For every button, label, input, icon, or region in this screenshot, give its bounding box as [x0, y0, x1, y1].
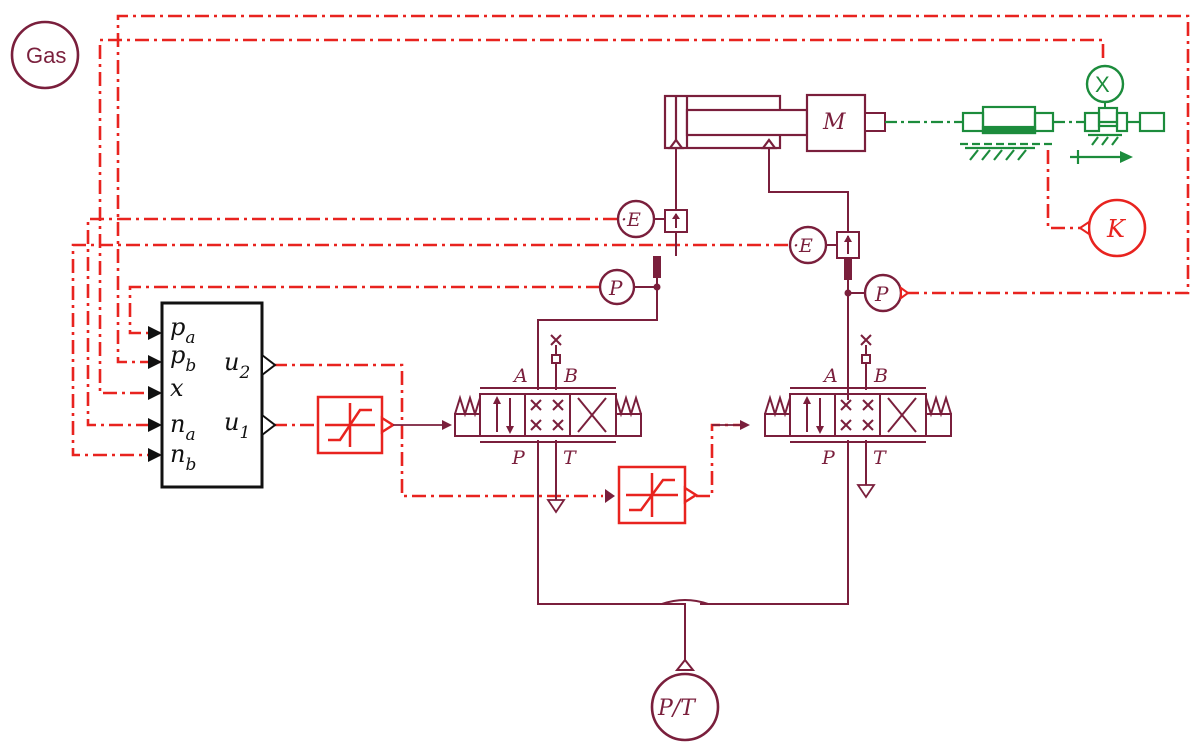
- valve-a-blocked-port: [550, 334, 562, 364]
- supply-pt: P/T: [650, 658, 720, 742]
- amplifier-b: [617, 465, 699, 525]
- hydraulic-cylinder: [663, 94, 809, 150]
- signal-line-x: [98, 38, 1105, 395]
- signal-line-pb: [116, 14, 1190, 364]
- valve-b-port-b: B: [873, 365, 888, 387]
- pressure-sensor-a: P: [598, 256, 661, 306]
- pressure-sensor-b: P: [844, 258, 910, 313]
- gas-label: Gas: [26, 43, 66, 68]
- signal-line-amp-b-valve: [696, 423, 748, 498]
- valve-a-port-p: P: [511, 447, 526, 469]
- input-pb: p: [170, 341, 185, 369]
- svg-text:x: x: [170, 374, 184, 402]
- svg-text:u1: u1: [224, 408, 250, 443]
- svg-text:pa: pa: [170, 313, 196, 348]
- svg-text:pb: pb: [170, 341, 196, 376]
- output-u1: u: [224, 408, 239, 436]
- valve-a-port-t: T: [563, 447, 577, 469]
- motor-label: M: [822, 110, 846, 135]
- valve-b-port-p: P: [821, 447, 836, 469]
- valve-a-port-b: B: [563, 365, 578, 387]
- signal-lines: [71, 14, 1190, 498]
- mechanical-linkage: [885, 105, 1166, 164]
- motor: M: [805, 93, 886, 153]
- valve-b-port-a: A: [822, 365, 838, 387]
- gas-source: Gas: [10, 20, 80, 90]
- valve-b-port-t: T: [873, 447, 887, 469]
- valve-a: [454, 387, 642, 443]
- valve-b: [764, 387, 952, 443]
- position-sensor-x: X: [1085, 64, 1125, 108]
- controller-input-arrows: [148, 326, 162, 462]
- sensor-x-label: X: [1095, 72, 1110, 97]
- flow-sensor-a: ·E: [616, 199, 688, 239]
- output-port-u1: [261, 412, 277, 438]
- signal-line-u2: [273, 363, 603, 498]
- valve-a-port-a: A: [512, 365, 528, 387]
- flow-sensor-b-label: ·E: [793, 235, 813, 257]
- signal-line-nb: [71, 243, 788, 457]
- input-na: n: [170, 410, 185, 438]
- input-x: x: [170, 374, 184, 402]
- signal-line-k: [1046, 150, 1086, 230]
- pressure-sensor-a-label: P: [608, 276, 623, 300]
- flow-sensor-a-label: ·E: [621, 209, 641, 231]
- supply-pt-label: P/T: [657, 696, 697, 721]
- input-nb: n: [170, 440, 185, 468]
- svg-text:na: na: [170, 410, 196, 445]
- svg-text:u2: u2: [224, 348, 250, 383]
- signal-line-pa: [128, 285, 600, 335]
- flow-sensor-b: ·E: [788, 225, 860, 265]
- pressure-sensor-b-label: P: [874, 282, 889, 306]
- output-port-u2: [261, 352, 277, 378]
- input-pa: p: [170, 313, 185, 341]
- sensor-k: K: [1078, 198, 1147, 258]
- controller-block: pa pb x na nb u2 u1: [160, 301, 277, 489]
- tank-symbol-a: [546, 499, 566, 514]
- output-u2: u: [224, 348, 239, 376]
- valve-b-blocked-port: [860, 334, 872, 364]
- sensor-k-label: K: [1106, 215, 1127, 243]
- svg-text:nb: nb: [170, 440, 196, 475]
- tank-symbol-b: [856, 484, 876, 499]
- signal-line-na: [86, 217, 617, 427]
- amplifier-a: [316, 395, 396, 455]
